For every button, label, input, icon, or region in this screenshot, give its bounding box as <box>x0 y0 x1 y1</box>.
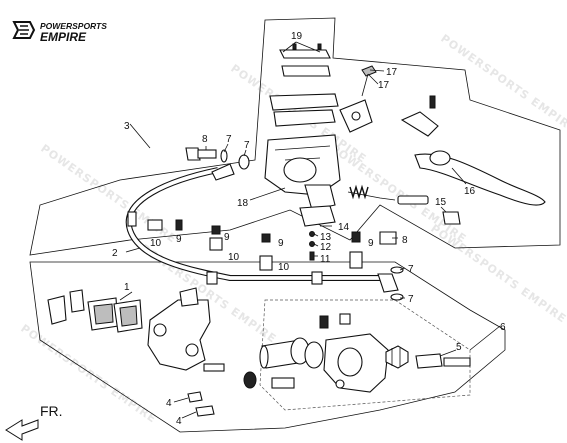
leader-lines <box>119 41 501 419</box>
front-direction-arrow: FR. <box>5 403 63 441</box>
sealing-washer <box>390 266 404 274</box>
cap-gasket <box>279 49 331 59</box>
callout-9: 9 <box>368 238 374 249</box>
hose-clip <box>311 271 323 285</box>
callout-5: 5 <box>456 342 462 353</box>
dust-seal <box>304 341 324 369</box>
cap-plate <box>281 65 331 77</box>
callout-16: 16 <box>464 186 476 197</box>
mounting-bolt-4 <box>187 391 203 403</box>
piston <box>397 195 429 205</box>
callout-7: 7 <box>408 264 414 275</box>
callout-18: 18 <box>237 198 249 209</box>
callout-10: 10 <box>150 238 162 249</box>
callout-4: 4 <box>176 416 182 427</box>
hose-guides <box>147 219 404 301</box>
brake-switch <box>299 205 336 227</box>
master-cylinder-body <box>264 134 341 227</box>
logo-icon <box>12 21 36 39</box>
caliper-bracket <box>147 287 211 371</box>
lever-pivot-bolt <box>429 95 436 109</box>
callout-17: 17 <box>378 80 390 91</box>
guide-10 <box>259 255 273 271</box>
callout-19: 19 <box>291 31 303 42</box>
banjo-bolt-lower <box>379 231 397 245</box>
reservoir-cap-set <box>269 43 339 127</box>
callout-9: 9 <box>176 234 182 245</box>
callout-2: 2 <box>112 248 118 259</box>
callout-14: 14 <box>338 222 350 233</box>
logo-line-2: EMPIRE <box>40 30 87 44</box>
bolt <box>203 363 225 372</box>
piston-spring <box>347 184 461 225</box>
assembly-frames <box>29 17 561 433</box>
bleeder-valve <box>319 315 329 329</box>
callout-1: 1 <box>124 282 130 293</box>
watermark-text: POWERSPORTS EMPIRE <box>438 32 567 136</box>
callout-15: 15 <box>435 197 447 208</box>
hose-clip <box>127 211 137 227</box>
callout-8: 8 <box>202 134 208 145</box>
cap-screw <box>317 43 322 50</box>
slide-pin-boot <box>385 345 409 369</box>
callout-9: 9 <box>278 238 284 249</box>
piston-boot <box>442 211 461 225</box>
bushing <box>243 371 257 389</box>
logo-line-1: POWERSPORTS <box>40 21 107 31</box>
guide-10 <box>209 237 223 251</box>
guide-10 <box>147 219 163 231</box>
brand-logo: POWERSPORTS EMPIRE <box>12 21 107 44</box>
callout-7: 7 <box>244 140 250 151</box>
callout-10: 10 <box>278 262 290 273</box>
banjo-bolt-upper <box>185 147 250 170</box>
mounting-bolt-4 <box>195 405 215 417</box>
brake-hose <box>125 163 399 293</box>
diaphragm-plate <box>273 109 336 127</box>
callout-7: 7 <box>226 134 232 145</box>
caliper-piston <box>259 337 324 369</box>
brake-pads <box>47 289 143 333</box>
front-label: FR. <box>40 403 63 419</box>
frame-6 <box>29 261 506 433</box>
callout-12: 12 <box>320 242 332 253</box>
cap-screw <box>292 43 297 50</box>
sealing-washer <box>220 149 228 163</box>
slide-pin <box>415 353 471 369</box>
caliper-assembly <box>47 287 471 417</box>
frame-3 <box>29 17 561 256</box>
sleeve <box>271 377 295 389</box>
callout-11: 11 <box>320 254 331 265</box>
callout-13: 13 <box>320 232 332 243</box>
caliper-bolts <box>187 363 295 417</box>
caliper-body <box>319 313 389 393</box>
callout-6: 6 <box>500 322 506 333</box>
brake-lever <box>400 95 546 206</box>
callout-10: 10 <box>228 252 240 263</box>
callout-7: 7 <box>408 294 414 305</box>
diaphragm <box>269 93 339 111</box>
sealing-washer <box>390 293 404 301</box>
callout-3: 3 <box>124 121 130 132</box>
callout-8: 8 <box>402 235 408 246</box>
clamp-bolt <box>361 65 377 77</box>
hose-fitting <box>211 163 235 181</box>
callout-17: 17 <box>386 67 398 78</box>
switch-fasteners <box>309 231 315 261</box>
guide-10 <box>349 251 363 269</box>
hose-end-fitting <box>377 273 399 293</box>
sealing-washer <box>238 154 250 170</box>
watermark-text: POWERSPORTS EMPIRE <box>428 222 567 326</box>
callout-9: 9 <box>224 232 230 243</box>
hose-clip <box>206 271 218 285</box>
callout-labels: 19 3 8 7 7 18 17 17 16 15 14 13 12 11 10… <box>112 31 506 427</box>
callout-4: 4 <box>166 398 172 409</box>
handlebar-clamp <box>339 65 377 133</box>
master-cylinder-assembly <box>185 43 546 261</box>
